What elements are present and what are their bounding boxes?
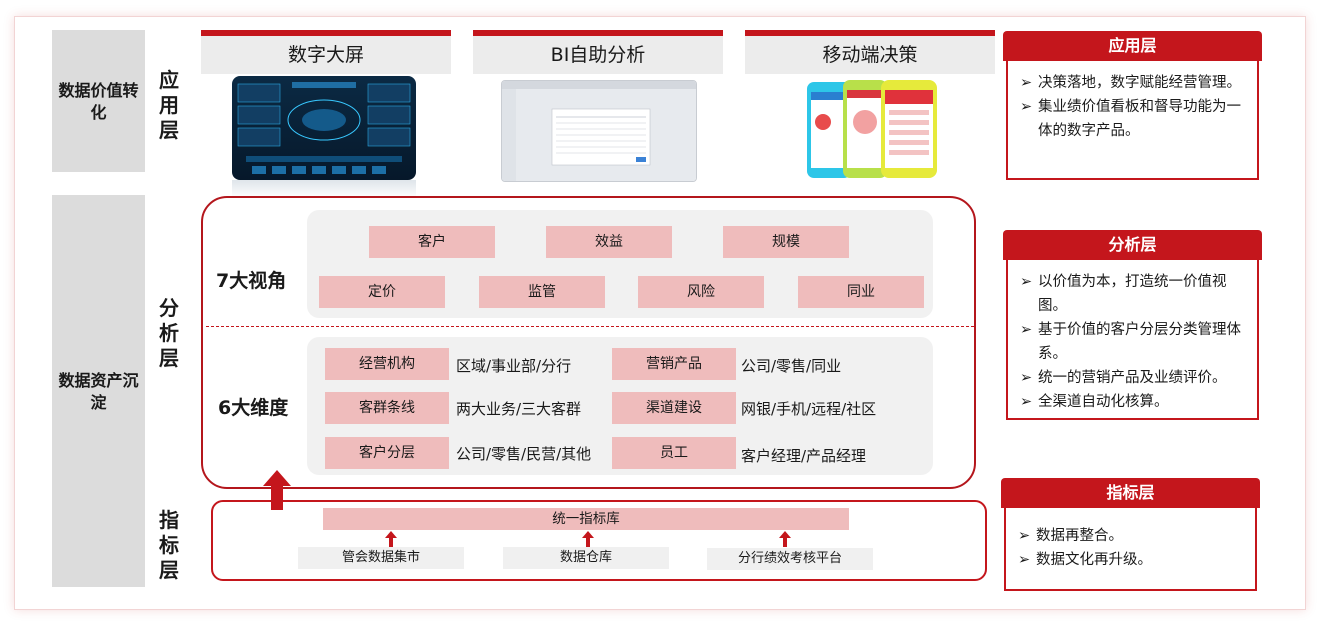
small-up-arrow-icon [779,531,791,547]
dimension-product-detail: 公司/零售/同业 [741,357,842,375]
small-up-arrow-icon [582,531,594,547]
bi-screenshot [501,80,697,182]
source-data-warehouse: 数据仓库 [503,547,669,569]
source-perf-platform: 分行绩效考核平台 [707,548,873,570]
analysis-divider [206,326,974,327]
analysis-point: 统一的营销产品及业绩评价。 [1020,366,1247,390]
index-container [211,500,987,581]
index-layer-label: 指标层 [159,508,179,582]
app-panel-body: 决策落地，数字赋能经营管理。 集业绩价值看板和督导功能为一体的数字产品。 [1006,61,1259,180]
dimension-org-detail: 区域/事业部/分行 [456,357,572,375]
analysis-panel-body: 以价值为本，打造统一价值视图。 基于价值的客户分层分类管理体系。 统一的营销产品… [1006,260,1259,420]
dimension-segment-detail: 两大业务/三大客群 [456,400,582,418]
up-arrow-icon [263,470,291,510]
mobile-illustration [807,80,937,178]
index-point: 数据文化再升级。 [1018,548,1245,572]
analysis-panel-title: 分析层 [1003,230,1262,260]
analysis-point: 以价值为本，打造统一价值视图。 [1020,270,1247,318]
dimension-tier-detail: 公司/零售/民营/其他 [456,445,592,463]
value-group-column [52,30,145,172]
tab-bi-analysis: BI自助分析 [473,30,723,74]
perspective-customer: 客户 [369,226,495,258]
dimension-staff: 员工 [612,437,736,469]
analysis-point: 全渠道自动化核算。 [1020,390,1247,414]
perspective-scale: 规模 [723,226,849,258]
app-layer-label: 应用层 [159,68,179,142]
dimension-tier: 客户分层 [325,437,449,469]
index-panel-title: 指标层 [1001,478,1260,508]
small-up-arrow-icon [385,531,397,547]
dimension-org: 经营机构 [325,348,449,380]
analysis-layer-label: 分析层 [159,296,179,370]
dashboard-illustration [232,76,416,180]
source-mgmt-mart: 管会数据集市 [298,547,464,569]
asset-group-column [52,195,145,587]
mobile-screenshot [805,78,940,180]
tab-mobile-decision: 移动端决策 [745,30,995,74]
value-group-label: 数据价值转化 [58,81,139,122]
dimension-staff-detail: 客户经理/产品经理 [741,447,867,465]
perspective-regulation: 监管 [479,276,605,308]
dimension-segment: 客群条线 [325,392,449,424]
perspective-peer: 同业 [798,276,924,308]
app-point: 集业绩价值看板和督导功能为一体的数字产品。 [1020,95,1247,143]
dashboard-screenshot [232,76,416,180]
asset-group-label: 数据资产沉淀 [58,371,139,412]
app-panel-title: 应用层 [1003,31,1262,61]
dimension-channel-detail: 网银/手机/远程/社区 [741,400,877,418]
bi-illustration [502,81,696,181]
unified-index-lib: 统一指标库 [323,508,849,530]
perspective-benefit: 效益 [546,226,672,258]
tab-digital-screen: 数字大屏 [201,30,451,74]
perspective-risk: 风险 [638,276,764,308]
dimension-product: 营销产品 [612,348,736,380]
analysis-point: 基于价值的客户分层分类管理体系。 [1020,318,1247,366]
app-point: 决策落地，数字赋能经营管理。 [1020,71,1247,95]
index-point: 数据再整合。 [1018,524,1245,548]
perspective-pricing: 定价 [319,276,445,308]
index-panel-body: 数据再整合。 数据文化再升级。 [1004,508,1257,591]
dimensions-heading: 6大维度 [218,397,289,419]
perspectives-heading: 7大视角 [216,270,287,292]
dimension-channel: 渠道建设 [612,392,736,424]
analysis-container [201,196,976,489]
dashboard-reflection [232,180,416,198]
